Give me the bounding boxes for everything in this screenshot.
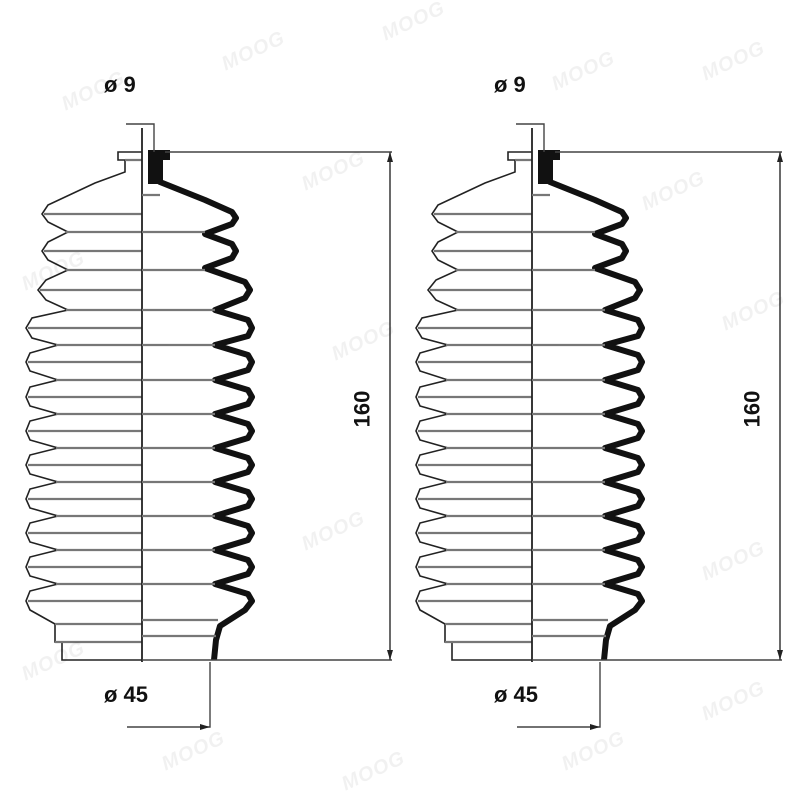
- boot-left: [26, 124, 393, 730]
- left-top-diameter-label: ø 9: [104, 72, 136, 97]
- right-bottom-diameter-label: ø 45: [494, 682, 539, 707]
- right-height-label: 160: [739, 390, 765, 428]
- boot-right: [416, 124, 783, 730]
- left-bottom-diameter-label: ø 45: [104, 682, 149, 707]
- left-height-label: 160: [349, 390, 375, 428]
- right-top-diameter-label: ø 9: [494, 72, 526, 97]
